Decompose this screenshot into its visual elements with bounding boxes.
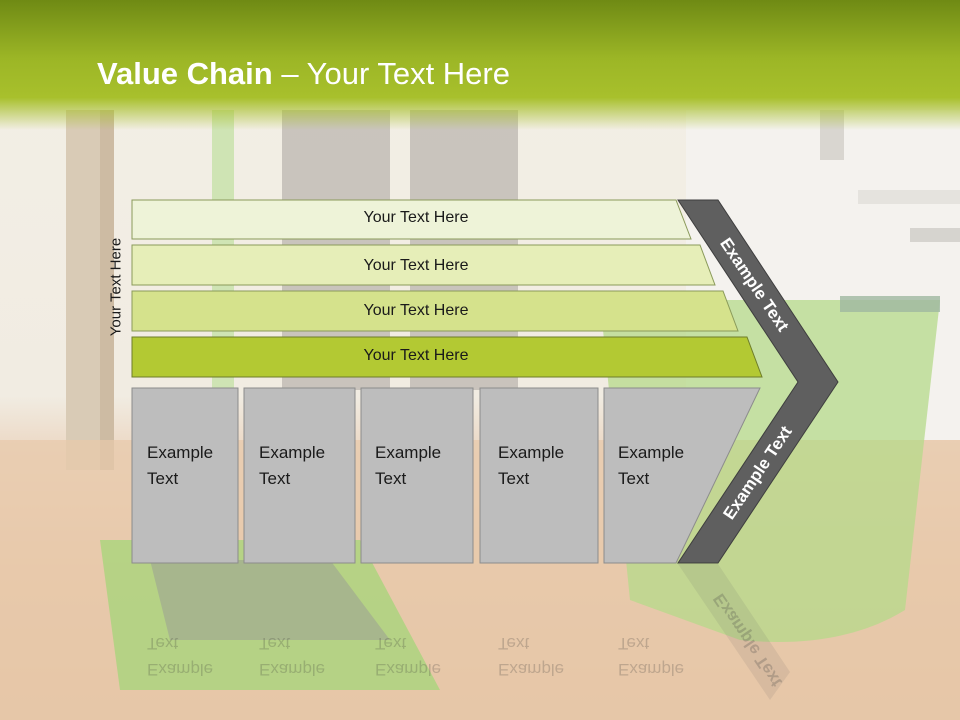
activity-box-5-reflection-line2: Text bbox=[618, 634, 650, 653]
activity-box-5-reflection-line1: Example bbox=[618, 660, 685, 679]
activity-box-2-reflection-line1: Example bbox=[259, 660, 326, 679]
value-bar-1 bbox=[131, 199, 692, 240]
activity-box-2-reflection: Example Text bbox=[259, 630, 325, 682]
activity-box-2-line2: Text bbox=[259, 469, 291, 488]
slide-title: Value Chain – Your Text Here bbox=[97, 56, 510, 92]
activity-box-1-reflection-line1: Example bbox=[147, 660, 214, 679]
activity-box-1-reflection-line2: Text bbox=[147, 634, 179, 653]
activity-box-4-reflection: Example Text bbox=[498, 630, 564, 682]
header-band bbox=[0, 0, 960, 130]
value-bar-1-label: Your Text Here bbox=[363, 209, 469, 226]
value-bar-2 bbox=[131, 244, 716, 286]
activity-box-1-reflection: Example Text bbox=[147, 630, 213, 682]
activity-box-1-line1: Example bbox=[147, 443, 214, 462]
activity-box-2 bbox=[243, 387, 356, 564]
activity-box-1-text: Example Text bbox=[147, 440, 213, 492]
activity-box-5-text: Example Text bbox=[618, 440, 684, 492]
activity-box-4-reflection-line2: Text bbox=[498, 634, 530, 653]
activity-box-5 bbox=[603, 387, 761, 564]
activity-box-3-reflection-line1: Example bbox=[375, 660, 442, 679]
activity-box-4-line1: Example bbox=[498, 443, 565, 462]
activity-box-3 bbox=[360, 387, 474, 564]
activity-box-5-reflection: Example Text bbox=[618, 630, 684, 682]
slide-title-rest: – Your Text Here bbox=[272, 56, 510, 91]
activity-box-4-line2: Text bbox=[498, 469, 530, 488]
activity-box-4 bbox=[479, 387, 599, 564]
activity-box-3-reflection-line2: Text bbox=[375, 634, 407, 653]
activity-box-1 bbox=[131, 387, 239, 564]
value-bar-4 bbox=[131, 336, 763, 378]
value-bar-2-label: Your Text Here bbox=[363, 257, 469, 274]
value-bar-3-label: Your Text Here bbox=[363, 302, 469, 319]
value-bar-3 bbox=[131, 290, 739, 332]
activity-box-1-line2: Text bbox=[147, 469, 179, 488]
activity-box-5-line1: Example bbox=[618, 443, 685, 462]
margin-chevron-reflection bbox=[678, 564, 790, 700]
activity-box-3-line1: Example bbox=[375, 443, 442, 462]
activity-box-2-line1: Example bbox=[259, 443, 326, 462]
value-bar-4-label: Your Text Here bbox=[363, 347, 469, 364]
slide-title-bold: Value Chain bbox=[97, 56, 273, 91]
activity-box-3-reflection: Example Text bbox=[375, 630, 441, 682]
activity-box-4-reflection-line1: Example bbox=[498, 660, 565, 679]
activity-box-2-reflection-line2: Text bbox=[259, 634, 291, 653]
margin-chevron bbox=[677, 199, 839, 564]
activity-box-3-text: Example Text bbox=[375, 440, 441, 492]
activity-box-3-line2: Text bbox=[375, 469, 407, 488]
side-label: Your Text Here bbox=[107, 237, 125, 337]
activity-box-4-text: Example Text bbox=[498, 440, 564, 492]
activity-box-5-line2: Text bbox=[618, 469, 650, 488]
activity-box-2-text: Example Text bbox=[259, 440, 325, 492]
